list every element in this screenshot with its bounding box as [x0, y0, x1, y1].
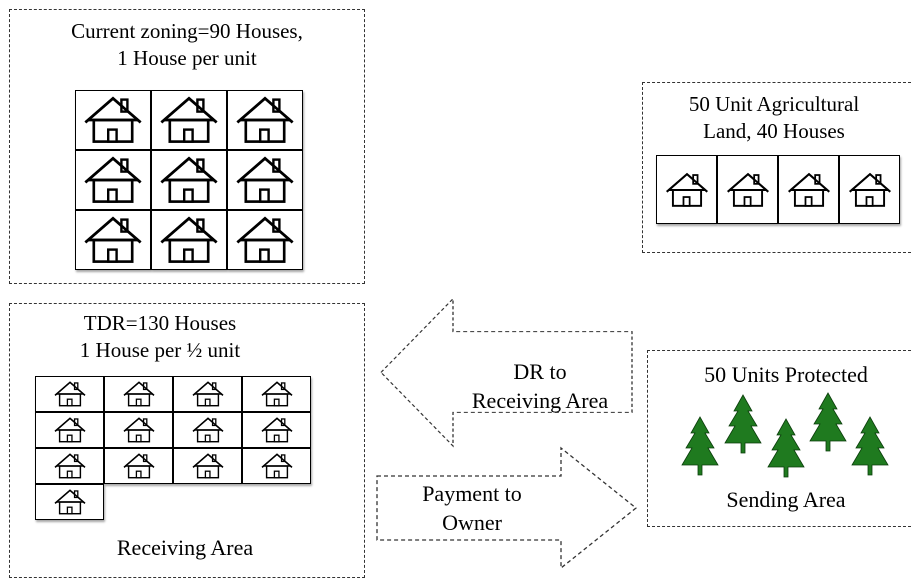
house-cell	[227, 210, 303, 270]
tdr-house-grid	[35, 376, 311, 520]
house-icon	[191, 453, 225, 479]
house-icon	[122, 381, 156, 407]
house-icon	[787, 172, 831, 208]
house-cell	[778, 155, 839, 224]
dr-arrow-line1: DR to	[513, 359, 567, 384]
house-cell	[151, 90, 227, 150]
house-cell	[151, 150, 227, 210]
current-zoning-title-line1: Current zoning=90 Houses,	[71, 19, 303, 43]
payment-arrow-line1: Payment to	[422, 481, 522, 506]
tdr-title-line1: TDR=130 Houses	[83, 311, 237, 335]
house-icon	[665, 172, 709, 208]
house-icon	[260, 417, 294, 443]
pine-tree-icon	[681, 416, 719, 476]
house-icon	[260, 381, 294, 407]
house-icon	[53, 453, 87, 479]
house-cell	[35, 484, 104, 520]
house-icon	[159, 96, 219, 144]
house-cell	[242, 376, 311, 412]
house-icon	[848, 172, 892, 208]
house-cell	[104, 376, 173, 412]
agricultural-title-line2: Land, 40 Houses	[703, 119, 845, 143]
payment-arrow-line2: Owner	[442, 510, 502, 535]
house-icon	[159, 156, 219, 204]
house-icon	[235, 96, 295, 144]
pine-tree-icon	[809, 392, 847, 452]
house-cell	[227, 90, 303, 150]
house-icon	[83, 96, 143, 144]
house-cell	[35, 448, 104, 484]
house-cell	[227, 150, 303, 210]
house-cell	[104, 412, 173, 448]
house-cell	[839, 155, 900, 224]
agricultural-land-panel: 50 Unit Agricultural Land, 40 Houses	[642, 82, 911, 253]
receiving-area-label: Receiving Area	[116, 535, 254, 560]
agricultural-title-line1: 50 Unit Agricultural	[688, 92, 860, 116]
pine-tree-icon	[724, 394, 762, 454]
house-cell	[173, 448, 242, 484]
house-cell	[75, 150, 151, 210]
pine-tree-icon	[767, 418, 805, 478]
sending-area-trees	[681, 392, 889, 478]
house-icon	[83, 156, 143, 204]
house-cell	[35, 376, 104, 412]
house-icon	[191, 417, 225, 443]
house-icon	[260, 453, 294, 479]
house-icon	[53, 381, 87, 407]
house-icon	[122, 453, 156, 479]
house-icon	[235, 156, 295, 204]
receiving-area-panel: TDR=130 Houses 1 House per ½ unit Receiv…	[9, 303, 365, 578]
house-cell	[151, 210, 227, 270]
agricultural-house-row	[656, 155, 900, 224]
house-cell	[35, 412, 104, 448]
dr-arrow-line2: Receiving Area	[471, 388, 609, 413]
house-icon	[235, 216, 295, 264]
sending-area-label: Sending Area	[726, 487, 846, 512]
house-icon	[122, 417, 156, 443]
sending-area-title: 50 Units Protected	[704, 362, 868, 387]
house-icon	[726, 172, 770, 208]
tdr-title: TDR=130 Houses 1 House per ½ unit	[10, 310, 310, 364]
current-zoning-house-grid	[75, 90, 303, 270]
house-icon	[53, 417, 87, 443]
house-cell	[242, 448, 311, 484]
house-cell	[75, 90, 151, 150]
sending-area-panel: 50 Units Protected Sending Area	[647, 350, 911, 527]
house-icon	[83, 216, 143, 264]
agricultural-title: 50 Unit Agricultural Land, 40 Houses	[643, 91, 905, 145]
current-zoning-title: Current zoning=90 Houses, 1 House per un…	[10, 18, 364, 72]
payment-arrow	[376, 446, 638, 570]
pine-tree-icon	[851, 416, 889, 476]
house-icon	[159, 216, 219, 264]
current-zoning-panel: Current zoning=90 Houses, 1 House per un…	[9, 9, 365, 284]
dr-arrow	[380, 297, 633, 448]
house-icon	[53, 489, 87, 515]
house-cell	[173, 376, 242, 412]
house-cell	[656, 155, 717, 224]
current-zoning-title-line2: 1 House per unit	[117, 46, 257, 70]
tdr-title-line2: 1 House per ½ unit	[79, 338, 241, 362]
house-icon	[191, 381, 225, 407]
house-cell	[173, 412, 242, 448]
house-cell	[75, 210, 151, 270]
house-cell	[717, 155, 778, 224]
house-cell	[104, 448, 173, 484]
house-cell	[242, 412, 311, 448]
